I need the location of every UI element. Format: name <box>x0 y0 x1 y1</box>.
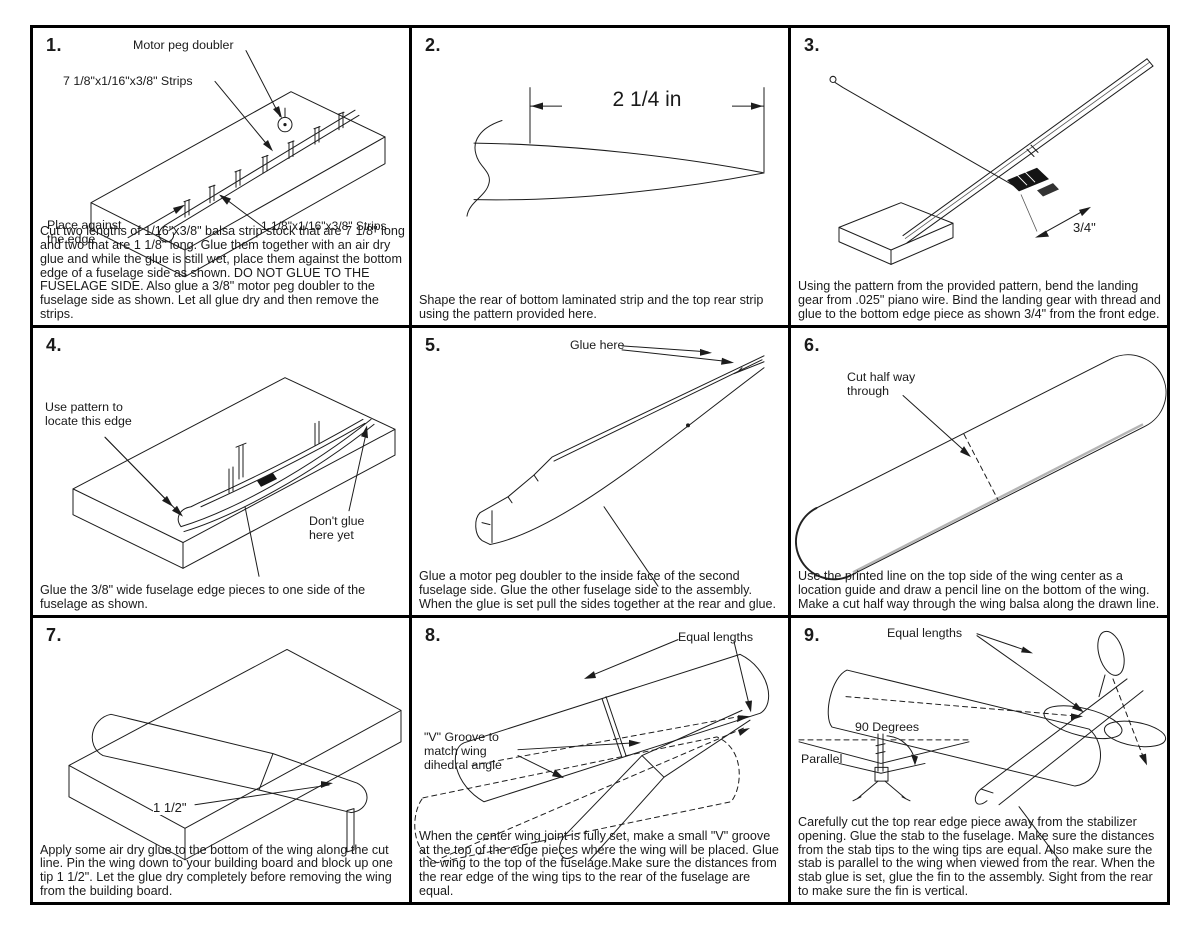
leader-lines <box>104 425 368 577</box>
pattern-shape <box>466 119 765 217</box>
callout-dont-glue: Don't glue here yet <box>309 514 365 543</box>
stabilizer <box>1043 705 1167 748</box>
callout-parallel: Parallel <box>801 752 843 766</box>
panel-9-drawing <box>798 630 1167 861</box>
panel-5: 5. Glue here Glue a motor peg doubler to… <box>412 328 788 615</box>
leader-lines <box>976 633 1084 861</box>
panel-3-drawing <box>829 58 1154 265</box>
fuselage-side-with-edge-pieces <box>177 418 375 533</box>
panel-number: 6. <box>804 335 821 355</box>
panel-2: 2. 2 1/4 in Shape the rear of bottom lam… <box>412 28 788 325</box>
wing-blank <box>795 354 1167 581</box>
callout-glue-here: Glue here <box>570 338 625 352</box>
dimension-3-4-label: 3/4" <box>1073 220 1096 235</box>
callout-equal-lengths: Equal lengths <box>678 630 754 644</box>
callout-use-pattern: Use pattern to locate this edge <box>45 400 132 429</box>
leader-lines <box>194 781 333 806</box>
leader-lines <box>517 639 752 779</box>
panel-6-drawing <box>795 354 1167 581</box>
building-board <box>68 648 402 861</box>
rear-view-inset <box>798 733 970 802</box>
panel-3-caption: Using the pattern from the provided patt… <box>798 279 1161 322</box>
panel-1-drawing <box>90 50 386 278</box>
fuselage <box>974 678 1144 806</box>
dimension-1-1-2-label: 1 1/2" <box>153 800 187 815</box>
callout-cut-half-way: Cut half way through <box>847 370 916 399</box>
dimension-2-1-4-in: 2 1/4 in <box>562 88 732 112</box>
wing <box>827 669 1101 787</box>
equal-length-guides <box>441 714 750 859</box>
panel-number: 8. <box>425 625 442 645</box>
panel-number: 1. <box>46 35 63 55</box>
panel-7-drawing <box>68 648 402 861</box>
panel-number: 5. <box>425 335 442 355</box>
wing-on-board <box>91 713 368 814</box>
callout-long-strips: 7 1/8"x1/16"x3/8" Strips <box>63 74 193 88</box>
panel-8-caption: When the center wing joint is fully set,… <box>419 828 779 899</box>
panel-number: 4. <box>46 335 63 355</box>
bottom-edge-piece <box>838 58 1154 265</box>
leader-lines <box>902 395 971 458</box>
fuselage <box>559 709 751 861</box>
panel-2-caption: Shape the rear of bottom laminated strip… <box>419 293 764 322</box>
panel-number: 2. <box>425 35 442 55</box>
equal-length-guides <box>845 678 1147 766</box>
panel-3: 3. 3/4" Using the pattern from the provi… <box>791 28 1167 325</box>
panel-8-drawing <box>414 639 770 864</box>
building-board <box>72 377 396 569</box>
panel-2-drawing <box>466 87 765 217</box>
panel-7: 7. 1 1/2" Apply some air dry glue to the… <box>33 618 409 902</box>
tip-block <box>346 808 355 853</box>
wing <box>454 653 770 803</box>
instruction-sheet: 1. Motor peg doubler 7 1/8"x1/16"x3/8" S… <box>30 25 1170 905</box>
panel-6: 6. Cut half way through Use the printed … <box>791 328 1167 615</box>
panel-number: 7. <box>46 625 63 645</box>
panel-6-caption: Use the printed line on the top side of … <box>798 569 1160 612</box>
motor-peg-doubler-part <box>277 107 293 133</box>
strip-assembly <box>158 109 360 243</box>
building-board <box>90 91 386 278</box>
landing-gear-wire <box>829 75 1016 187</box>
panel-4-drawing <box>72 377 396 577</box>
panel-1-caption: Cut two lengths of 1/16"x3/8" balsa stri… <box>40 224 405 322</box>
dimension-3-4 <box>1020 194 1091 238</box>
leader-lines <box>603 345 734 587</box>
callout-short-strips: 1 1/8"x1/16"x3/8" Strips <box>261 219 387 233</box>
fuselage-assembly <box>475 355 765 545</box>
callout-place-against-edge: Place against the edge <box>47 218 122 247</box>
panel-7-caption: Apply some air dry glue to the bottom of… <box>40 842 393 899</box>
panel-number: 9. <box>804 625 821 645</box>
panel-5-drawing <box>475 345 765 587</box>
panel-5-caption: Glue a motor peg doubler to the inside f… <box>419 569 777 612</box>
leader-lines <box>127 50 282 239</box>
callout-90-degrees: 90 Degrees <box>855 720 920 734</box>
fin <box>1097 630 1125 698</box>
callout-v-groove: "V" Groove to match wing dihedral angle <box>424 730 502 773</box>
panel-4-caption: Glue the 3/8" wide fuselage edge pieces … <box>40 583 366 612</box>
panel-1: 1. Motor peg doubler 7 1/8"x1/16"x3/8" S… <box>33 28 409 325</box>
panel-9-caption: Carefully cut the top rear edge piece aw… <box>798 814 1156 899</box>
panel-4: 4. Use pattern to locate this edge Don't… <box>33 328 409 615</box>
thread-binding-block <box>1007 167 1059 197</box>
callout-equal-lengths: Equal lengths <box>887 626 963 640</box>
panel-number: 3. <box>804 35 821 55</box>
panel-9: 9. Equal lengths 90 Degrees Parallel Car… <box>791 618 1167 902</box>
wing-alternate-position <box>414 736 740 864</box>
panel-8: 8. Equal lengths "V" Groove to match win… <box>412 618 788 902</box>
callout-motor-peg-doubler: Motor peg doubler <box>133 38 234 52</box>
